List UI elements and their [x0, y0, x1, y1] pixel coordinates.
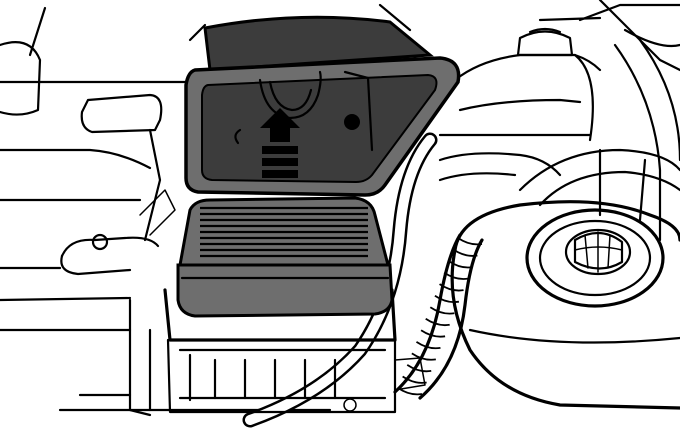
hose-rib [457, 237, 483, 246]
filter-housing-lid [184, 15, 461, 197]
engine-bay-background [0, 0, 680, 417]
corrugated-hose [393, 233, 484, 400]
hose-rib [411, 352, 436, 361]
hose-rib [443, 271, 469, 280]
hose-rib [406, 364, 432, 373]
hose-rib [452, 248, 478, 257]
hose-rib [425, 318, 450, 327]
air-filter-element [176, 196, 394, 318]
hose-rib [415, 341, 441, 350]
hose-rib [448, 260, 473, 269]
hose-rib [420, 329, 446, 338]
filter-housing-base [163, 288, 426, 414]
hose-rib [439, 283, 464, 292]
hose-rib [429, 306, 455, 315]
lid-marker-dot [344, 114, 360, 130]
arrow-up-icon [260, 108, 300, 178]
round-reservoir [450, 148, 680, 410]
hose-rib [434, 294, 460, 303]
